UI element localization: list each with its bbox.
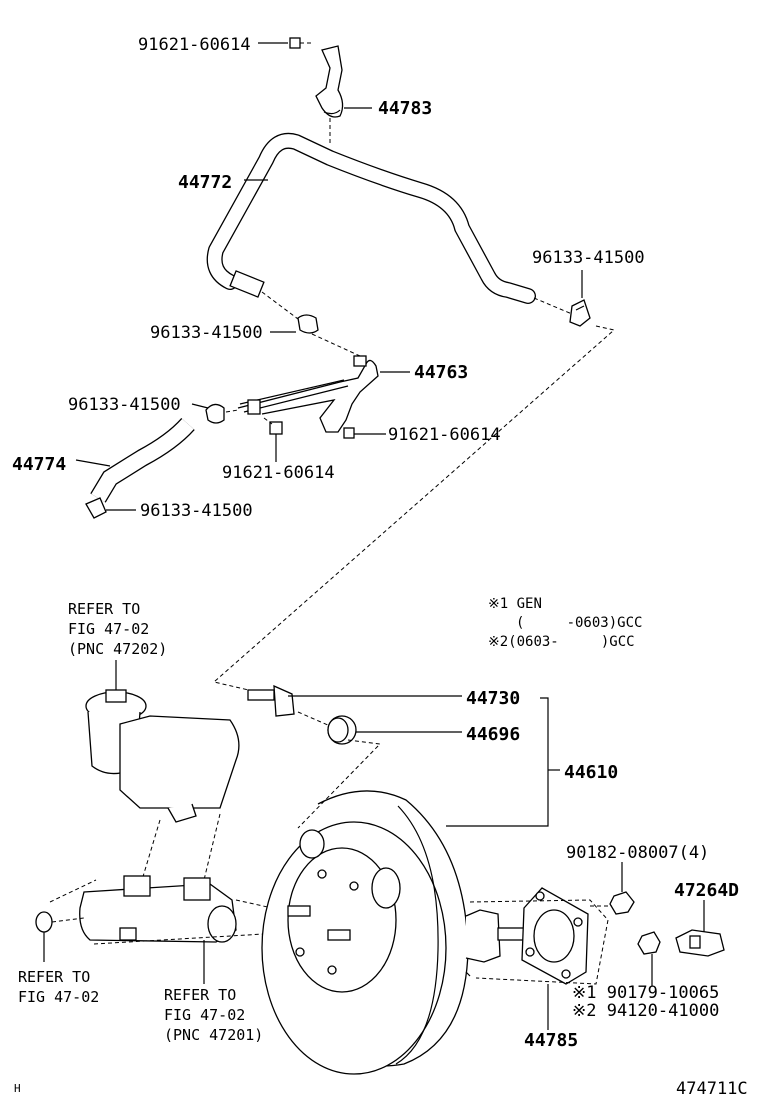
ref-cylinder-line-3: (PNC 47201) (164, 1026, 263, 1044)
brake-booster-44610 (261, 790, 527, 1075)
check-valve-44730 (247, 684, 462, 717)
leader-44610 (446, 697, 549, 827)
label-44774: 44774 (12, 454, 66, 475)
nut-90179-94120 (637, 931, 661, 986)
hose-clamp-96133-left (191, 403, 239, 424)
label-90179: ※1 90179-10065 (572, 983, 719, 1003)
label-44772: 44772 (178, 172, 232, 193)
label-44785: 44785 (524, 1030, 578, 1051)
grommet-44696 (297, 711, 462, 829)
hose-clamp-96133-bottom (85, 497, 136, 519)
label-44730: 44730 (466, 688, 520, 709)
vacuum-hose-44774 (75, 417, 195, 503)
footer-left: H (14, 1082, 21, 1095)
label-91621-mid: 91621-60614 (222, 463, 335, 483)
label-90182: 90182-08007(4) (566, 843, 709, 863)
bolt-91621-top (258, 37, 314, 49)
label-96133-right: 96133-41500 (532, 248, 645, 268)
label-94120: ※2 94120-41000 (572, 1001, 719, 1021)
nut-90182 (590, 862, 635, 915)
bolt-91621-right (343, 427, 386, 439)
ref-cylinder-line-1: REFER TO (164, 986, 236, 1004)
hose-clamp-96133-right (569, 270, 591, 327)
master-cylinder-nut (35, 911, 85, 962)
hose-clamp-96133-mid (270, 314, 361, 357)
label-44783: 44783 (378, 98, 432, 119)
label-44610: 44610 (564, 762, 618, 783)
gasket-44785 (469, 887, 609, 1030)
vacuum-hose-44772 (206, 132, 536, 304)
note-line-2: ( -0603)GCC (516, 615, 642, 631)
note-line-3: ※2(0603- )GCC (488, 634, 635, 650)
label-44763: 44763 (414, 362, 468, 383)
vacuum-pipe-44763 (237, 355, 410, 433)
label-96133-mid: 96133-41500 (150, 323, 263, 343)
label-91621-top: 91621-60614 (138, 35, 251, 55)
bolt-91621-mid (263, 417, 283, 462)
footer-figure-number: 474711C (676, 1079, 748, 1099)
master-cylinder (79, 875, 237, 984)
reservoir-tank (85, 660, 240, 881)
label-96133-bottom: 96133-41500 (140, 501, 253, 521)
ref-left-line-2: FIG 47-02 (18, 988, 99, 1006)
label-91621-right: 91621-60614 (388, 425, 501, 445)
clip-47264D (675, 900, 725, 957)
ref-reservoir-line-1: REFER TO (68, 600, 140, 618)
ref-reservoir-line-2: FIG 47-02 (68, 620, 149, 638)
label-44696: 44696 (466, 724, 520, 745)
clamp-bracket-44783 (315, 45, 372, 146)
ref-left-line-1: REFER TO (18, 968, 90, 986)
note-line-1: ※1 GEN (488, 596, 542, 612)
ref-reservoir-line-3: (PNC 47202) (68, 640, 167, 658)
ref-cylinder-line-2: FIG 47-02 (164, 1006, 245, 1024)
label-96133-left: 96133-41500 (68, 395, 181, 415)
label-47264D: 47264D (674, 880, 739, 901)
